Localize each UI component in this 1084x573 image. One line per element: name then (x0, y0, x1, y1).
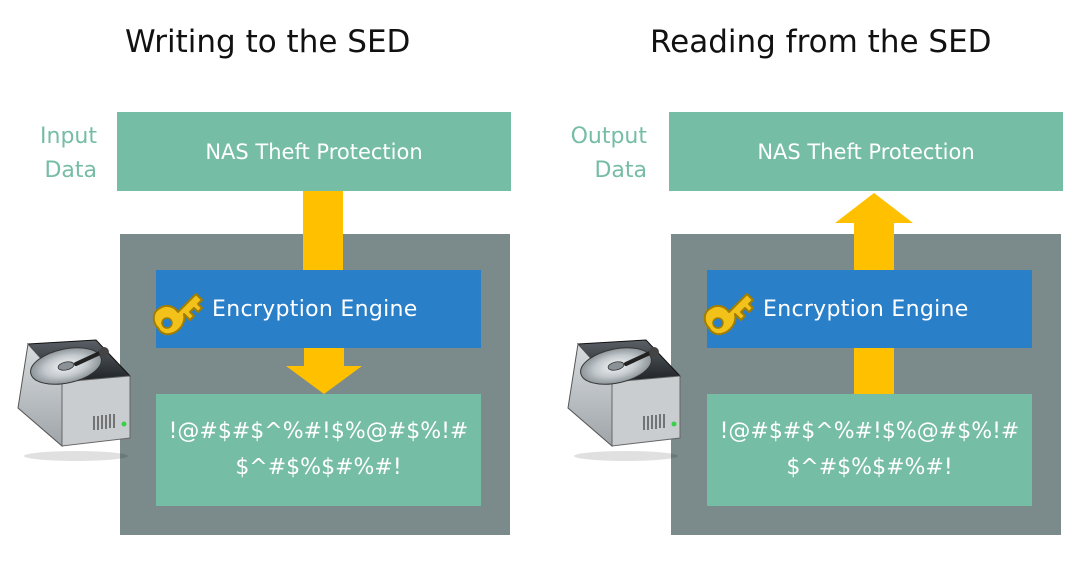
key-icon (703, 282, 763, 338)
writing-panel: Writing to the SED Input Data NAS Theft … (0, 24, 511, 535)
engine-label: Encryption Engine (763, 296, 969, 322)
ciphertext-box: !@#$#$^%#!$%@#$%!# $^#$%$#%#! (156, 394, 481, 506)
panel-title: Reading from the SED (650, 24, 992, 60)
nas-label: NAS Theft Protection (205, 139, 423, 164)
ciphertext-box: !@#$#$^%#!$%@#$%!# $^#$%$#%#! (707, 394, 1032, 506)
cipher-line2: $^#$%$#%#! (786, 455, 953, 480)
hard-drive-icon (564, 338, 684, 463)
side-label-line2: Data (594, 158, 647, 183)
arrow-up-icon (835, 193, 913, 271)
key-icon (152, 282, 212, 338)
side-label-line2: Data (44, 158, 97, 183)
side-label-line1: Output (570, 124, 647, 149)
nas-theft-protection-box: NAS Theft Protection (669, 112, 1063, 191)
engine-label: Encryption Engine (212, 296, 418, 322)
input-data-label: Input Data (0, 120, 97, 188)
cipher-line1: !@#$#$^%#!$%@#$%!# (719, 419, 1020, 444)
nas-theft-protection-box: NAS Theft Protection (117, 112, 511, 191)
output-data-label: Output Data (547, 120, 647, 188)
side-label-line1: Input (40, 124, 97, 149)
encryption-engine-box: Encryption Engine (156, 270, 481, 348)
nas-label: NAS Theft Protection (757, 139, 975, 164)
arrow-down-icon (286, 348, 362, 394)
arrow-down-icon (303, 191, 343, 271)
cipher-line2: $^#$%$#%#! (235, 455, 402, 480)
reading-panel: Reading from the SED Output Data NAS The… (550, 0, 1084, 573)
hard-drive-icon (14, 338, 134, 463)
cipher-line1: !@#$#$^%#!$%@#$%!# (168, 419, 469, 444)
panel-title: Writing to the SED (125, 24, 411, 60)
arrow-up-icon (854, 348, 894, 394)
encryption-engine-box: Encryption Engine (707, 270, 1032, 348)
